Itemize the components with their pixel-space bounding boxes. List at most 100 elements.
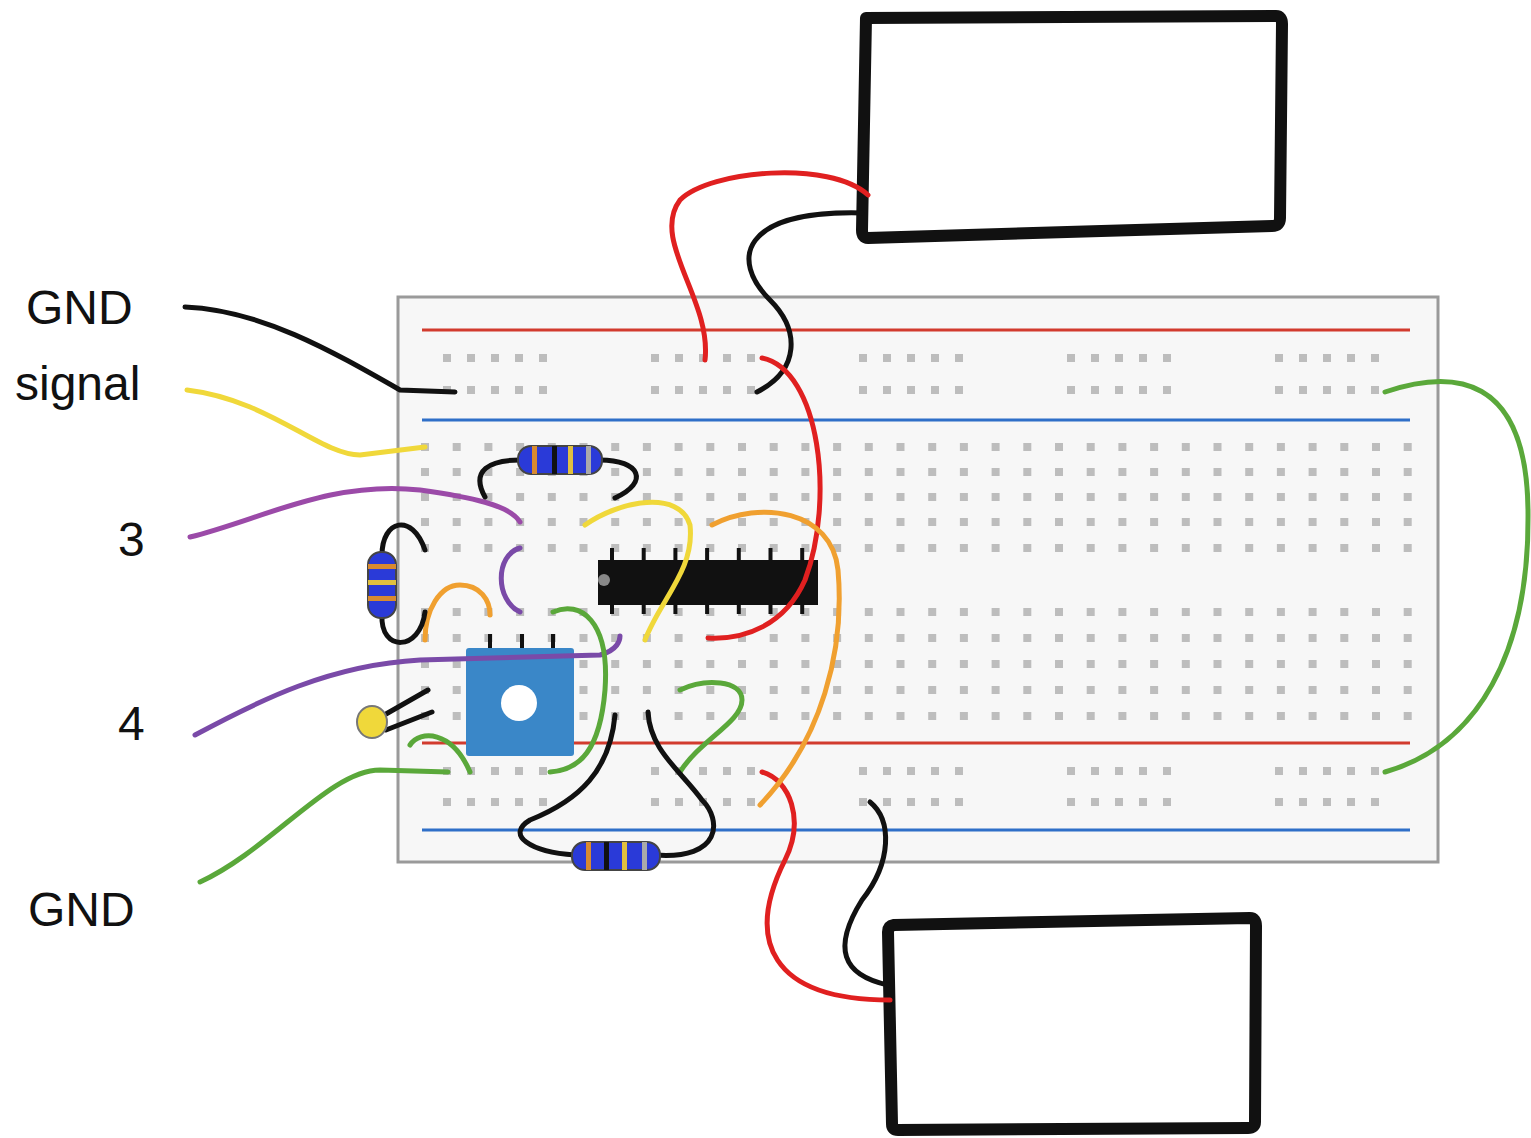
breadboard-hole (1150, 686, 1158, 694)
breadboard-hole (1182, 686, 1190, 694)
breadboard-hole (1055, 686, 1063, 694)
breadboard-hole (1087, 712, 1095, 720)
breadboard-hole (421, 468, 429, 476)
breadboard-hole (484, 443, 492, 451)
breadboard-hole (1371, 386, 1379, 394)
breadboard-hole (1404, 608, 1412, 616)
breadboard-hole (1309, 493, 1317, 501)
breadboard-hole (443, 798, 451, 806)
breadboard-hole (1245, 686, 1253, 694)
breadboard-hole (1214, 712, 1222, 720)
resistor-band (622, 842, 627, 870)
breadboard-hole (1340, 634, 1348, 642)
breadboard-hole (1087, 518, 1095, 526)
breadboard-hole (1139, 798, 1147, 806)
breadboard-hole (770, 686, 778, 694)
pot-knob (501, 685, 537, 721)
battery-wire (762, 772, 890, 1000)
breadboard-hole (907, 354, 915, 362)
breadboard-hole (928, 634, 936, 642)
breadboard-hole (1150, 518, 1158, 526)
breadboard-hole (960, 686, 968, 694)
breadboard-hole (706, 660, 714, 668)
breadboard-hole (1404, 544, 1412, 552)
breadboard-hole (675, 712, 683, 720)
breadboard-hole (1182, 443, 1190, 451)
breadboard-hole (1245, 544, 1253, 552)
breadboard-hole (491, 386, 499, 394)
breadboard-hole (770, 634, 778, 642)
breadboard-hole (675, 634, 683, 642)
breadboard-hole (1115, 798, 1123, 806)
breadboard-hole (897, 686, 905, 694)
breadboard-hole (928, 468, 936, 476)
breadboard-hole (675, 518, 683, 526)
breadboard-hole (747, 386, 755, 394)
breadboard-hole (580, 493, 588, 501)
breadboard-hole (1087, 634, 1095, 642)
jumper-wire (425, 585, 490, 640)
pin-wire (195, 636, 620, 735)
breadboard-hole (833, 468, 841, 476)
breadboard-hole (1340, 443, 1348, 451)
breadboard-hole (1150, 608, 1158, 616)
breadboard-hole (723, 798, 731, 806)
breadboard-hole (955, 767, 963, 775)
resistor-symbol (572, 842, 660, 870)
breadboard-hole (706, 468, 714, 476)
breadboard-hole (960, 712, 968, 720)
breadboard-hole (1340, 544, 1348, 552)
resistor-band (586, 446, 591, 474)
ground-label: GND (28, 886, 135, 934)
breadboard-hole (1340, 608, 1348, 616)
breadboard-hole (833, 518, 841, 526)
breadboard-hole (859, 767, 867, 775)
breadboard-hole (1309, 468, 1317, 476)
breadboard-hole (865, 634, 873, 642)
breadboard-hole (1163, 354, 1171, 362)
breadboard-hole (1055, 544, 1063, 552)
resistor-symbol (518, 446, 602, 474)
breadboard-hole (1371, 767, 1379, 775)
breadboard-hole (833, 712, 841, 720)
breadboard-hole (960, 468, 968, 476)
breadboard-hole (1309, 608, 1317, 616)
breadboard-hole (1118, 443, 1126, 451)
breadboard-hole (770, 712, 778, 720)
breadboard-hole (421, 518, 429, 526)
breadboard-hole (643, 443, 651, 451)
breadboard-hole (516, 493, 524, 501)
breadboard-hole (1115, 386, 1123, 394)
breadboard-hole (723, 354, 731, 362)
pot-pin (551, 634, 555, 650)
signal-wire (187, 390, 425, 455)
breadboard-hole (960, 518, 968, 526)
ic-pin (610, 548, 614, 560)
breadboard-hole (1067, 798, 1075, 806)
breadboard-hole (706, 712, 714, 720)
breadboard-hole (801, 686, 809, 694)
breadboard-hole (675, 493, 683, 501)
breadboard-hole (1091, 798, 1099, 806)
breadboard-hole (1163, 798, 1171, 806)
breadboard-holes (421, 354, 1412, 806)
breadboard-hole (1055, 660, 1063, 668)
breadboard-hole (770, 468, 778, 476)
breadboard-hole (1118, 468, 1126, 476)
breadboard-hole (992, 544, 1000, 552)
breadboard-hole (801, 660, 809, 668)
breadboard-hole (1150, 660, 1158, 668)
breadboard-hole (883, 354, 891, 362)
breadboard-hole (897, 493, 905, 501)
breadboard-hole (1372, 544, 1380, 552)
breadboard-hole (1023, 660, 1031, 668)
ic-pin (737, 548, 741, 560)
battery-pack (862, 16, 1282, 238)
breadboard-hole (897, 660, 905, 668)
breadboard-hole (1214, 686, 1222, 694)
breadboard-hole (1139, 386, 1147, 394)
breadboard-hole (1372, 518, 1380, 526)
breadboard-hole (992, 493, 1000, 501)
breadboard-hole (1277, 634, 1285, 642)
breadboard-hole (928, 660, 936, 668)
